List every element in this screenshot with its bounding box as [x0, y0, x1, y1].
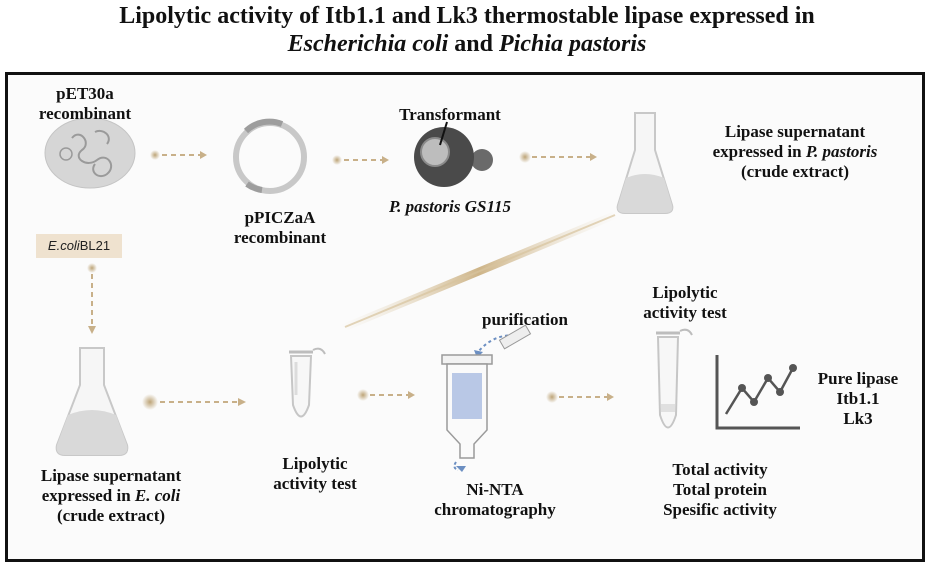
figure-title-line2: Escherichia coli and Pichia pastoris [0, 30, 934, 58]
label-lipase-ecoli-line2: expressed in E. coli [16, 486, 206, 506]
flask-pichia-icon [616, 112, 674, 214]
ni-nta-column-icon [441, 354, 493, 472]
label-purification: purification [482, 310, 568, 329]
label-pet30a-line1: pET30a [56, 84, 114, 103]
arrow-ecoli-to-flask [87, 263, 97, 334]
flask-ecoli-icon [55, 347, 129, 456]
label-lipase-pichia-line2: expressed in P. pastoris [690, 142, 900, 162]
title-ecoli: Escherichia coli [287, 31, 449, 57]
label-lipase-ecoli-line1: Lipase supernatant [40, 466, 182, 485]
title-pichia: Pichia pastoris [499, 31, 647, 57]
label-lipolytic-test-1: Lipolytic activity test [255, 454, 375, 494]
arrow-tube-to-column [357, 389, 415, 401]
label-pure-lipase-line1: Pure lipase [817, 369, 899, 388]
label-lipolytic-test-2: Lipolytic activity test [630, 283, 740, 323]
arrow-pet-to-plasmid [150, 150, 207, 160]
ecoli-bl21-badge: E.coliBL21 [36, 234, 122, 258]
label-transformant: Transformant [399, 105, 501, 124]
arrow-plasmid-to-transformant [332, 155, 389, 165]
purification-arrow [474, 324, 532, 358]
eppendorf-tube-1-icon [289, 347, 326, 418]
label-pet30a: pET30a recombinant [30, 84, 140, 124]
transfer-streak [340, 212, 618, 330]
label-lipolytic-test-2-line1: Lipolytic [652, 283, 718, 302]
label-ni-nta-line1: Ni-NTA [466, 480, 524, 499]
label-lipolytic-test-1-line1: Lipolytic [282, 454, 348, 473]
ecoli-badge-strain: BL21 [79, 238, 111, 253]
label-lipase-ecoli-organism: E. coli [134, 486, 181, 505]
label-lipase-ecoli-line3: (crude extract) [56, 506, 166, 525]
label-gs115: P. pastoris GS115 [388, 197, 512, 216]
arrow-flask-to-tube [142, 394, 246, 410]
label-pure-lipase-itb: Itb1.1 [836, 389, 880, 408]
label-ni-nta-line2: chromatography [434, 500, 556, 519]
label-lipolytic-test-1-line2: activity test [273, 474, 357, 493]
label-lipase-pichia-expressed: expressed in [712, 142, 806, 161]
plasmid-ring-icon [233, 118, 307, 194]
eppendorf-tube-2-icon [656, 328, 693, 429]
label-lipase-pichia-line3: (crude extract) [740, 162, 850, 181]
title-and: and [448, 31, 499, 57]
yeast-transformant-icon [414, 121, 493, 187]
ecoli-badge-species: E.coli [47, 238, 80, 253]
activity-line-chart-icon [715, 355, 800, 430]
label-total-protein: Total protein [673, 480, 767, 499]
label-ppiczaa-line2: recombinant [233, 228, 327, 247]
label-lipase-pichia: Lipase supernatant expressed in P. pasto… [690, 122, 900, 182]
arrow-column-to-tube [546, 391, 614, 403]
label-ppiczaa-line1: pPICZaA [244, 208, 316, 227]
label-lipase-pichia-line1: Lipase supernatant [724, 122, 866, 141]
label-pure-lipase: Pure lipase Itb1.1 Lk3 [808, 369, 908, 429]
label-spesific-activity: Spesific activity [663, 500, 777, 519]
pet30a-cell-icon [44, 117, 136, 189]
label-activity-measures: Total activity Total protein Spesific ac… [645, 460, 795, 520]
label-pure-lipase-lk3: Lk3 [843, 409, 873, 428]
label-ni-nta: Ni-NTA chromatography [415, 480, 575, 520]
label-lipase-ecoli: Lipase supernatant expressed in E. coli … [16, 466, 206, 526]
arrow-transformant-to-flask [519, 151, 597, 163]
label-lipase-ecoli-expressed: expressed in [41, 486, 135, 505]
label-lipase-pichia-organism: P. pastoris [805, 142, 878, 161]
label-total-activity: Total activity [672, 460, 768, 479]
label-pet30a-line2: recombinant [38, 104, 132, 123]
label-ppiczaa: pPICZaA recombinant [225, 208, 335, 248]
figure-title-line1: Lipolytic activity of Itb1.1 and Lk3 the… [119, 3, 815, 29]
label-lipolytic-test-2-line2: activity test [643, 303, 727, 322]
